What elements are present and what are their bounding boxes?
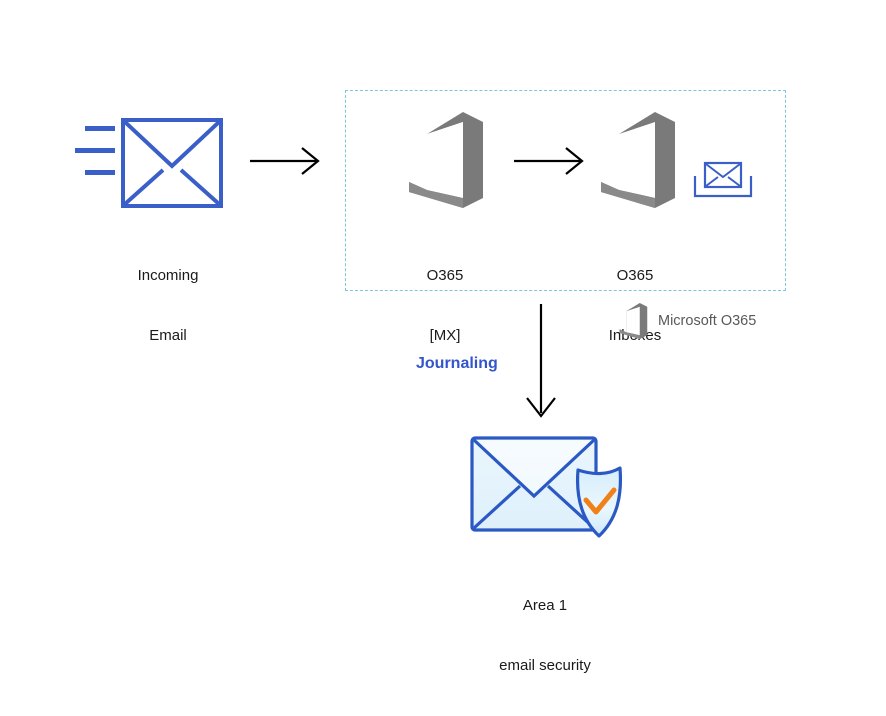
envelope-icon (121, 118, 223, 208)
o365-mx-caption: O365 [MX] (375, 226, 515, 386)
motion-lines-icon (75, 126, 115, 175)
o365-mx-caption-line2: [MX] (429, 327, 461, 344)
area1-caption: Area 1 email security (455, 556, 635, 716)
area1-email-security-icon (468, 432, 634, 544)
o365-inboxes-logo-icon (597, 110, 677, 210)
incoming-email-caption: Incoming Email (88, 226, 248, 386)
o365-inboxes-caption-line1: O365 (616, 267, 654, 284)
area1-shield (575, 466, 623, 538)
arrow-email-to-o365-icon (248, 142, 322, 180)
diagram-canvas: Incoming Email O365 [MX] (75, 90, 798, 674)
inbox-tray-envelope-icon (692, 158, 754, 200)
check-icon (583, 487, 617, 515)
legend-o365-label: Microsoft O365 (658, 313, 757, 329)
incoming-email-icon (75, 118, 225, 210)
area1-caption-line2: email security (499, 657, 591, 674)
incoming-email-caption-line1: Incoming (137, 267, 199, 284)
o365-mx-caption-line1: O365 (426, 267, 464, 284)
area1-caption-line1: Area 1 (522, 597, 568, 614)
legend-o365-logo-icon (619, 303, 648, 339)
incoming-email-caption-line2: Email (149, 327, 187, 344)
arrow-journaling-icon (520, 300, 564, 420)
arrow-mx-to-inbox-icon (512, 142, 586, 180)
o365-zone-boundary (345, 90, 786, 291)
o365-mx-logo-icon (405, 110, 485, 210)
journaling-label: Journaling (416, 355, 498, 372)
legend-microsoft-o365: Microsoft O365 (618, 300, 798, 342)
